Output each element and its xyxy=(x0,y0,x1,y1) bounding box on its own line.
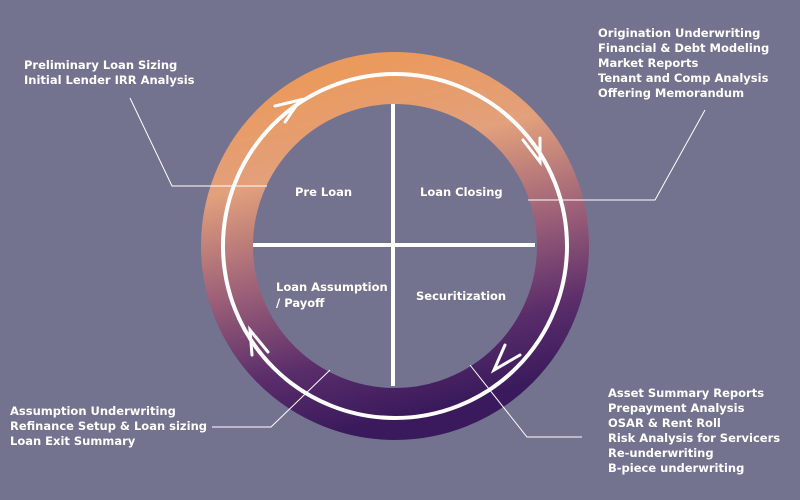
quadrant-pre-loan: Pre Loan xyxy=(295,185,353,199)
callout-item: B-piece underwriting xyxy=(608,461,745,475)
callout-item: Refinance Setup & Loan sizing xyxy=(10,419,207,433)
callout-item: Financial & Debt Modeling xyxy=(598,41,770,55)
quadrant-dividers xyxy=(253,104,535,386)
callout-securitization: Asset Summary Reports Prepayment Analysi… xyxy=(608,386,780,476)
callout-pre-loan: Preliminary Loan Sizing Initial Lender I… xyxy=(24,58,194,88)
callout-item: Asset Summary Reports xyxy=(608,386,765,400)
callout-item: Assumption Underwriting xyxy=(10,404,176,418)
callout-item: Origination Underwriting xyxy=(598,26,761,40)
cycle-arrow-circle xyxy=(221,72,569,420)
quadrant-assumption-line1: Loan Assumption xyxy=(276,280,388,294)
callout-item: Risk Analysis for Servicers xyxy=(608,431,781,445)
quadrant-loan-closing: Loan Closing xyxy=(420,185,503,199)
callout-item: Market Reports xyxy=(598,56,699,70)
quadrant-loan-assumption: Loan Assumption / Payoff xyxy=(276,279,388,311)
callout-item: Loan Exit Summary xyxy=(10,434,136,448)
callout-item: Preliminary Loan Sizing xyxy=(24,58,178,72)
callout-item: Re-underwriting xyxy=(608,446,714,460)
leader-lines xyxy=(129,97,706,438)
callout-item: Tenant and Comp Analysis xyxy=(598,71,769,85)
callout-loan-closing: Origination Underwriting Financial & Deb… xyxy=(598,26,769,101)
callout-item: Initial Lender IRR Analysis xyxy=(24,73,195,87)
callout-item: OSAR & Rent Roll xyxy=(608,416,721,430)
quadrant-assumption-line2: / Payoff xyxy=(276,296,325,310)
arrowhead-icons xyxy=(248,97,542,374)
gradient-ring xyxy=(201,52,589,440)
callout-assumption: Assumption Underwriting Refinance Setup … xyxy=(10,404,207,449)
callout-item: Offering Memorandum xyxy=(598,86,745,100)
callout-item: Prepayment Analysis xyxy=(608,401,745,415)
quadrant-securitization: Securitization xyxy=(416,289,507,303)
